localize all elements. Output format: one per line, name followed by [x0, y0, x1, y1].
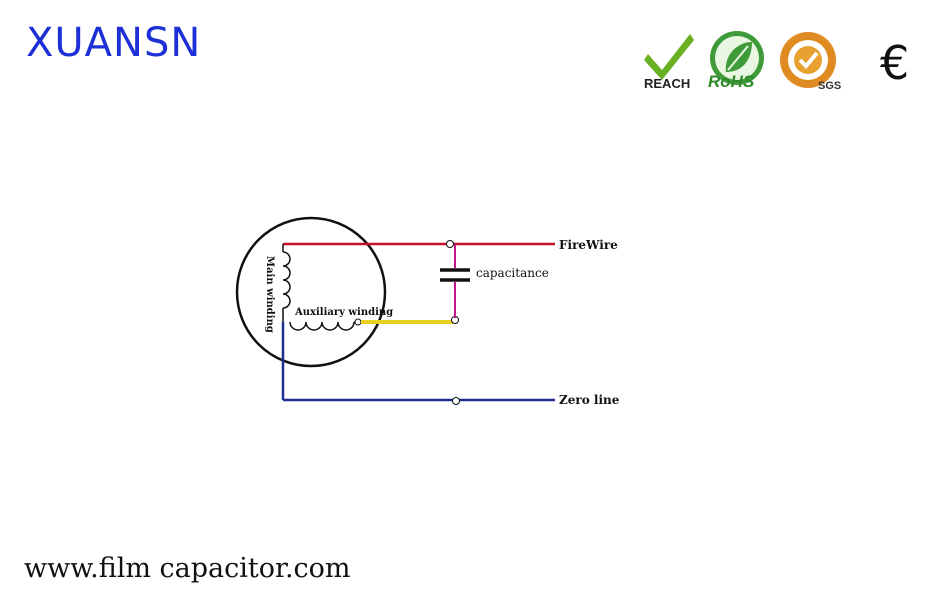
checkmark-icon [644, 34, 694, 80]
auxiliary-winding-node [354, 318, 362, 326]
reach-label: REACH [644, 76, 691, 91]
fire-wire-label: FireWire [559, 238, 618, 252]
footer-website-url: www.film capacitor.com [24, 553, 351, 584]
fire-wire-node [446, 240, 454, 248]
zero-line-label: Zero line [559, 393, 620, 407]
motor-outline [235, 216, 387, 368]
sgs-seal-icon [780, 32, 836, 88]
auxiliary-winding-label: Auxiliary winding [294, 307, 393, 318]
rohs-label: RoHS [708, 72, 755, 91]
sgs-logo: SGS [776, 28, 848, 98]
main-winding-coil [282, 251, 291, 309]
capacitance-label: capacitance [476, 266, 549, 280]
zero-line-node [452, 397, 460, 405]
leaf-icon [710, 31, 764, 85]
auxiliary-winding-coil [289, 321, 355, 331]
main-winding-label: Main winding [264, 256, 275, 333]
certification-logos: REACH RoHS SGS € [640, 28, 930, 100]
rohs-logo: RoHS [704, 28, 770, 96]
sgs-label: SGS [818, 80, 842, 92]
brand-logo-text: XUANSN [26, 20, 202, 66]
reach-logo: REACH [640, 28, 700, 96]
ce-mark-icon: € [880, 36, 910, 90]
